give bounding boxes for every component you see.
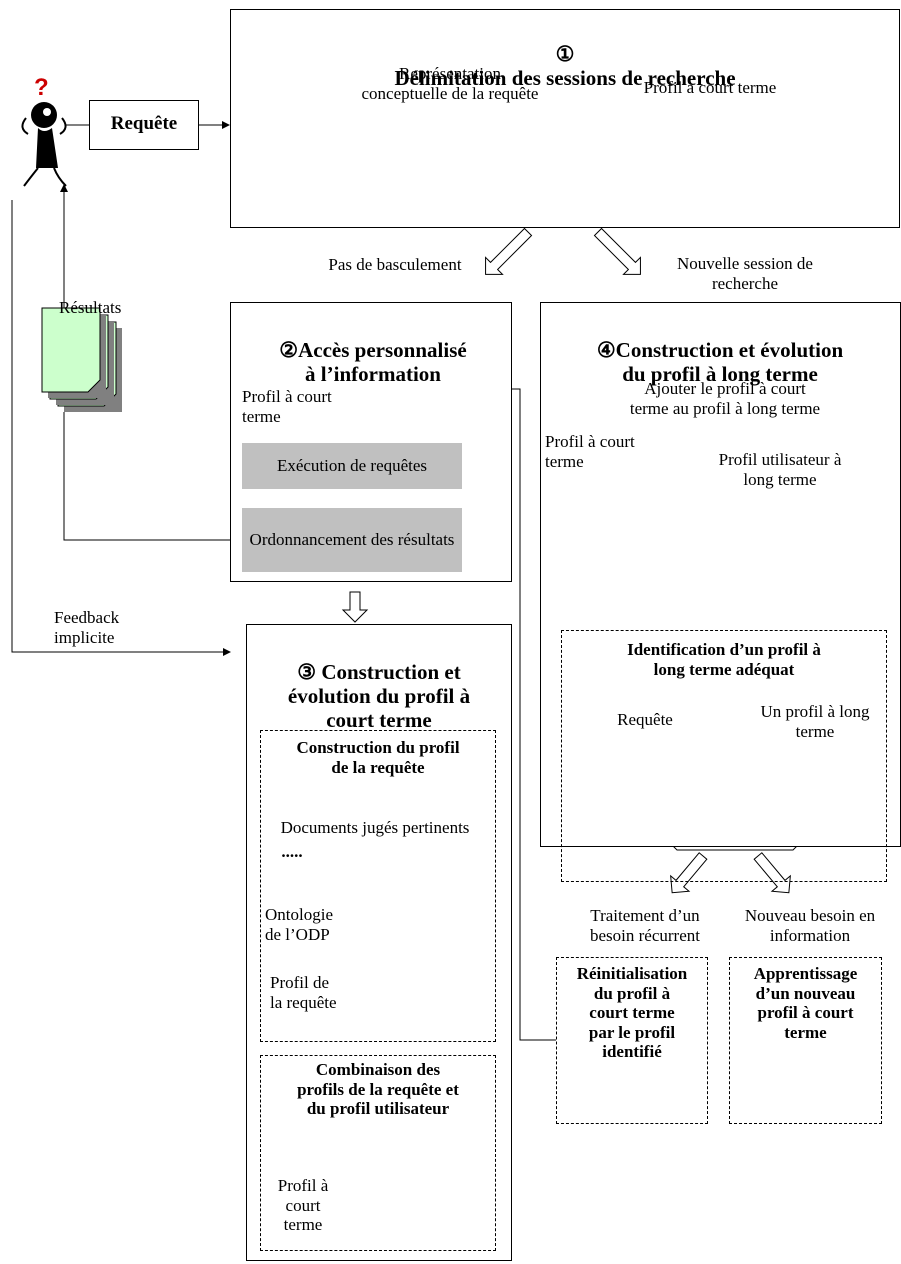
step4-box xyxy=(540,302,901,847)
reinit-label: Réinitialisation du profil à court terme… xyxy=(576,964,688,1062)
step2-to-step3-block-arrow xyxy=(341,591,369,623)
confused-user-icon: ? xyxy=(21,74,67,187)
recurrent-need-label: Traitement d’un besoin récurrent xyxy=(590,906,700,945)
step2-title: ②Accès personnalisé à l’information xyxy=(240,314,506,386)
step4-title: ④Construction et évolution du profil à l… xyxy=(545,314,895,386)
documents-ellipsis: ..... xyxy=(281,842,303,861)
feedback-label: Feedback implicite xyxy=(54,608,120,647)
query-representation-label: Représentation conceptuelle de la requêt… xyxy=(361,64,539,103)
results-documents-stack xyxy=(41,307,122,412)
execution-box: Exécution de requêtes xyxy=(242,443,462,489)
step3-short-profile-label: Profil à court terme xyxy=(277,1176,329,1235)
step2-number: ② xyxy=(279,338,299,363)
learn-label: Apprentissage d’un nouveau profil à cour… xyxy=(753,964,858,1042)
requete-label: Requête xyxy=(110,113,178,134)
step1-title: ① Délimitation des sessions de recherche xyxy=(240,18,890,90)
new-session-block-arrow xyxy=(593,227,641,275)
step2-title-text: Accès personnalisé à l’information xyxy=(298,338,467,387)
question-mark-icon: ? xyxy=(34,74,49,101)
ontology-label: Ontologie de l’ODP xyxy=(265,905,333,944)
reinit-box xyxy=(556,957,708,1124)
step1-title-text: Délimitation des sessions de recherche xyxy=(394,66,736,91)
combination-title: Combinaison des profils de la requête et… xyxy=(297,1060,459,1119)
step3-title: ③ Construction et évolution du profil à … xyxy=(250,636,508,733)
step1-short-profile-label: Profil à court terme xyxy=(643,78,777,97)
step2-short-profile-label: Profil à court terme xyxy=(242,387,332,426)
add-short-to-long-label: Ajouter le profil à court terme au profi… xyxy=(629,379,821,418)
step4-title-text: Construction et évolution du profil à lo… xyxy=(615,338,844,387)
ident-long-profile-label: Un profil à long terme xyxy=(760,702,870,741)
no-switch-label: Pas de basculement xyxy=(328,255,462,274)
step3-title-text: Construction et évolution du profil à co… xyxy=(287,660,471,733)
new-need-block-arrow xyxy=(753,852,791,894)
step1-box xyxy=(230,9,900,228)
step4-number: ④ xyxy=(596,338,616,363)
step3-number: ③ xyxy=(297,660,317,685)
long-profile-db-label: Profil utilisateur à long terme xyxy=(718,450,842,489)
no-switch-block-arrow xyxy=(485,227,533,275)
step4-short-profile-label: Profil à court terme xyxy=(545,432,635,471)
identification-title: Identification d’un profil à long terme … xyxy=(627,640,821,679)
learn-box xyxy=(729,957,882,1124)
query-profile-label: Profil de la requête xyxy=(270,973,337,1012)
documents-label: Documents jugés pertinents xyxy=(280,818,470,837)
step1-number: ① xyxy=(555,42,575,67)
identification-box xyxy=(561,630,887,882)
ranking-to-results-line xyxy=(63,412,242,541)
requete-box xyxy=(89,100,199,150)
results-label: Résultats xyxy=(59,298,122,317)
query-profile-construction-title: Construction du profil de la requête xyxy=(296,738,460,777)
recurrent-block-arrow xyxy=(670,852,708,894)
feedback-to-step3-arrow xyxy=(11,200,231,656)
ident-requete-label: Requête xyxy=(617,710,673,729)
query-profile-construction-box xyxy=(260,730,496,1042)
combination-box xyxy=(260,1055,496,1251)
new-need-label: Nouveau besoin en information xyxy=(744,906,876,945)
new-session-label: Nouvelle session de recherche xyxy=(677,254,813,293)
ranking-box: Ordonnancement des résultats xyxy=(242,508,462,572)
